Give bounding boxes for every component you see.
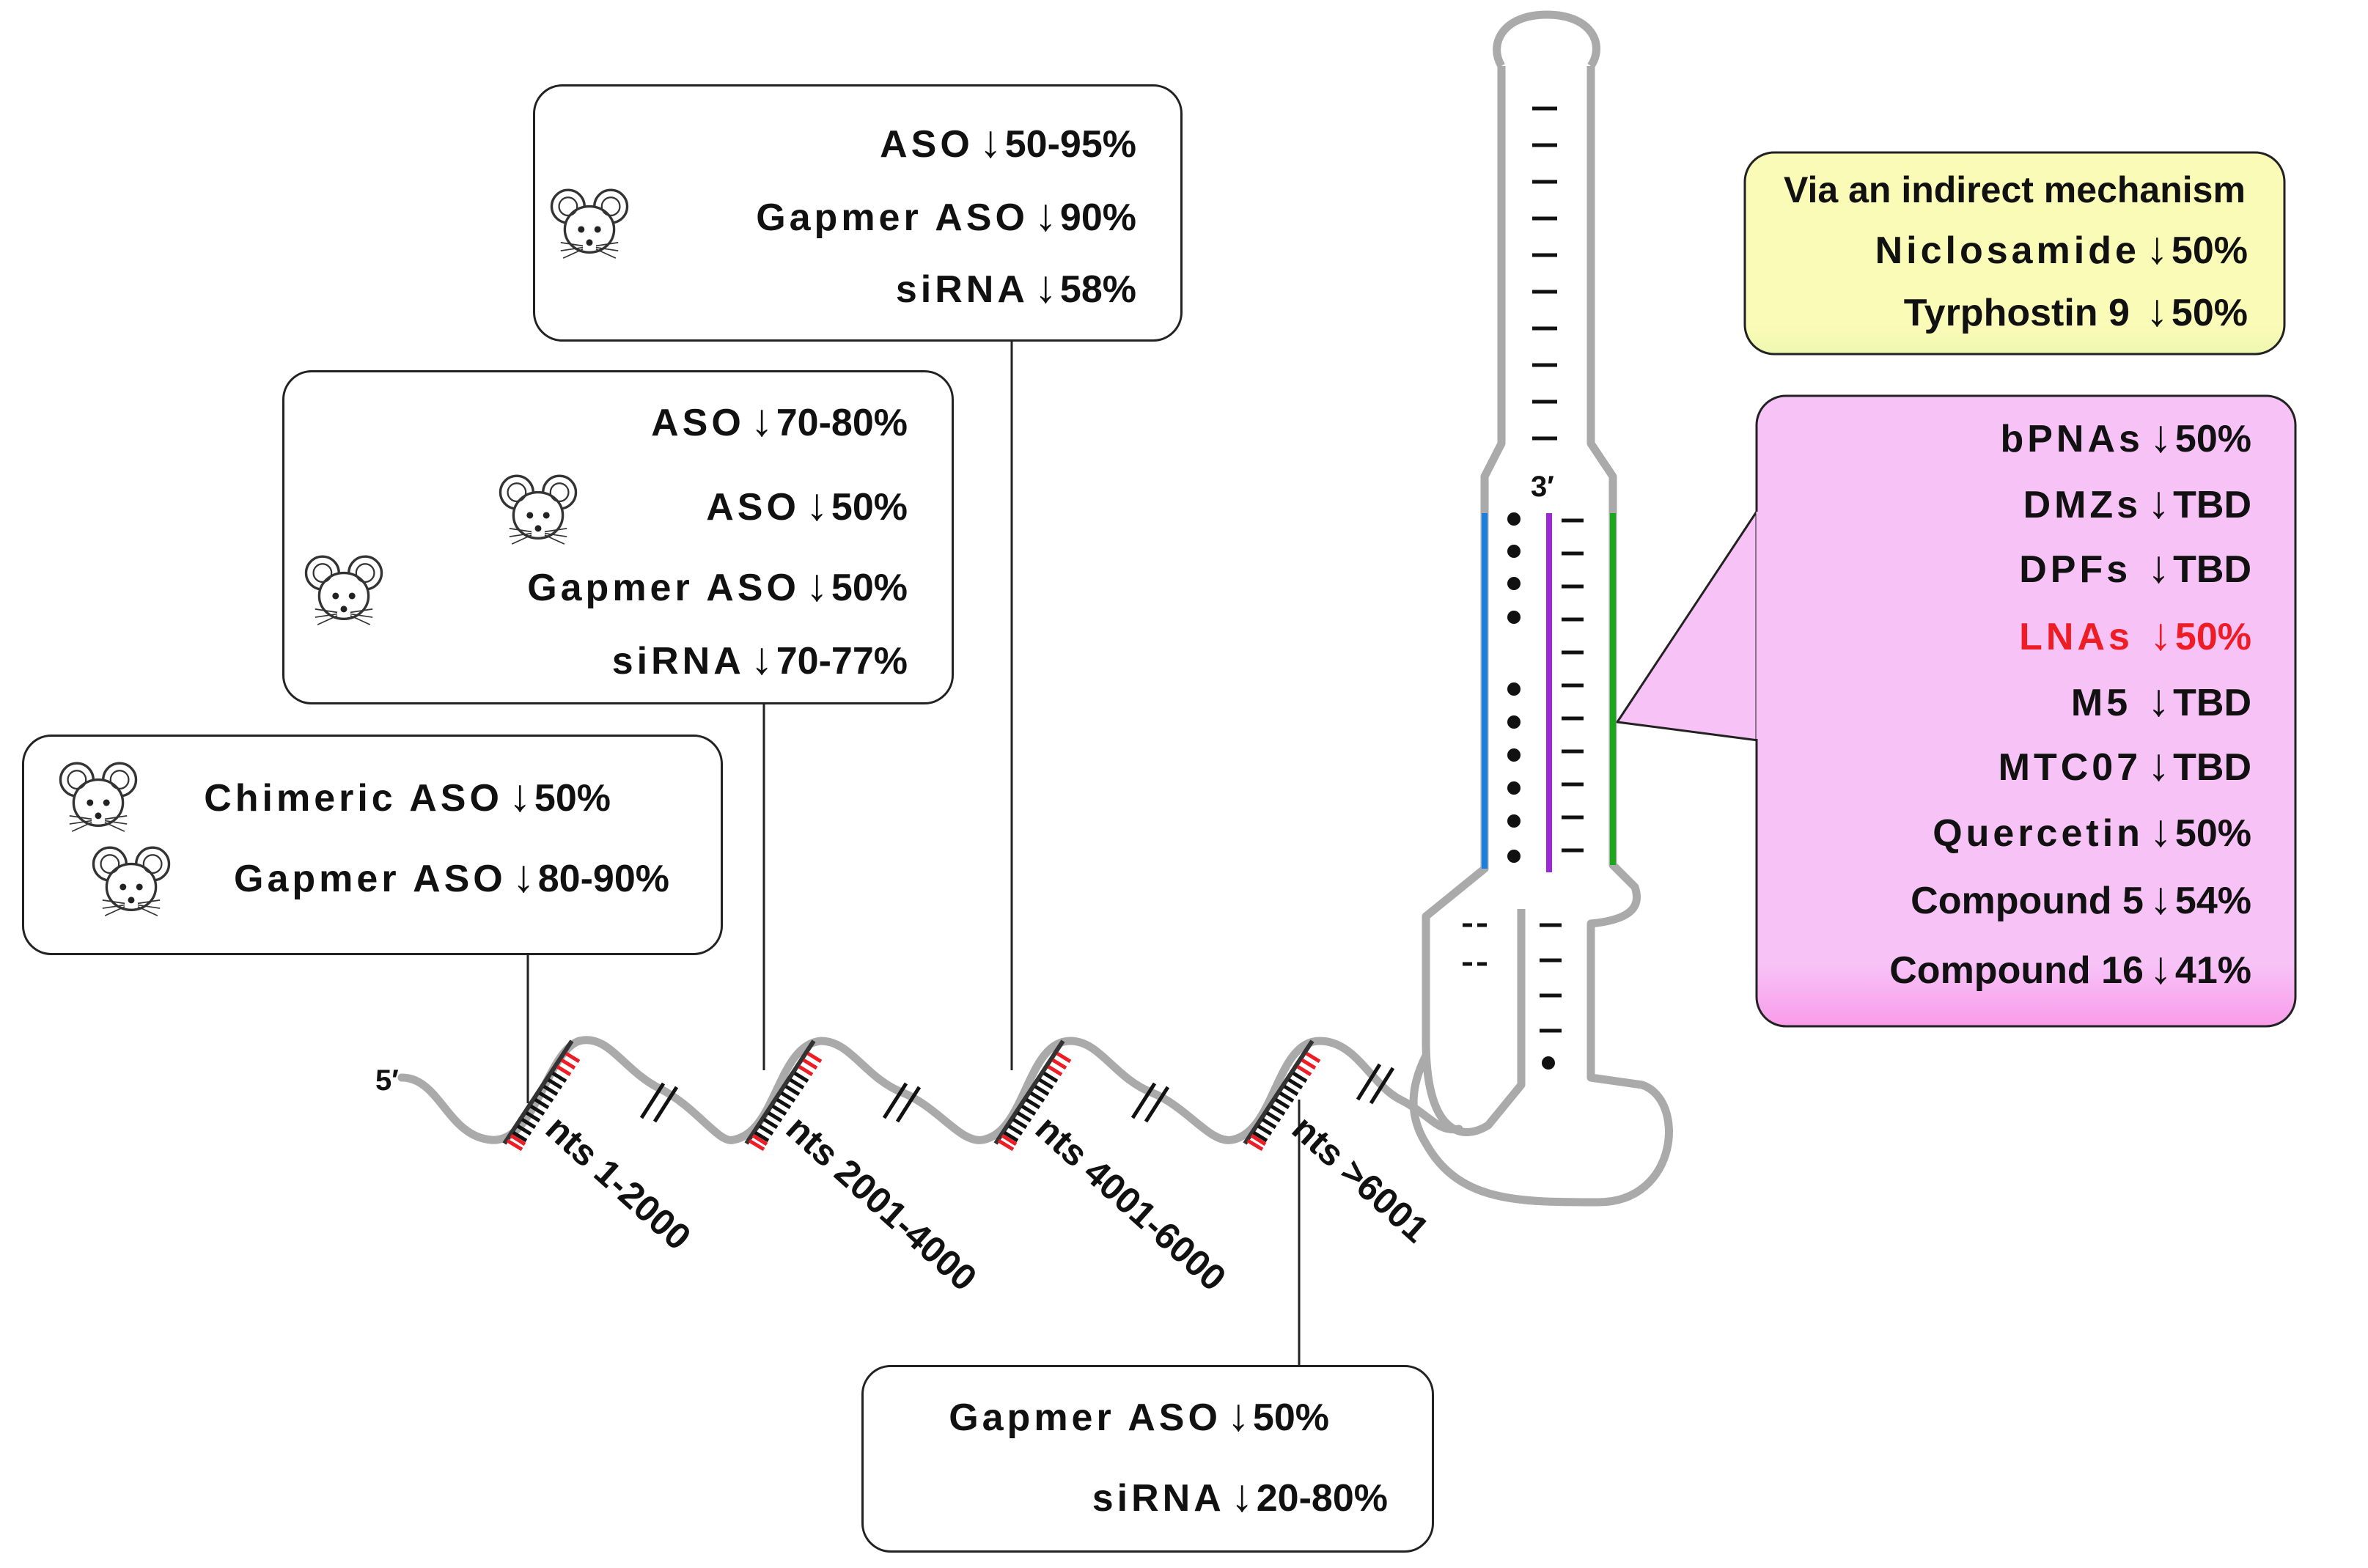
three-prime-label: 3′ bbox=[1531, 471, 1554, 503]
mouse-icon bbox=[57, 755, 139, 837]
duplex-site-3 bbox=[993, 1039, 1072, 1152]
box-nts-2001-4000: ASO↓70-80% ASO↓50% Gapmer ASO↓50% siRNA↓… bbox=[282, 370, 954, 704]
stem-dots bbox=[1507, 512, 1555, 1070]
list-item: Quercetin↓50% bbox=[1933, 806, 2251, 856]
hairpin-binder-box: bPNAs↓50% DMZs↓TBD DPFs↓TBD LNAs↓50% M5↓… bbox=[1757, 396, 2295, 1026]
list-item: bPNAs↓50% bbox=[2000, 411, 2251, 462]
duplex-sites bbox=[502, 1039, 1321, 1152]
list-item: ASO↓50% bbox=[706, 479, 908, 530]
hairpin bbox=[1409, 10, 1673, 1207]
list-item: siRNA↓58% bbox=[895, 262, 1136, 312]
box-nts-1-2000: Chimeric ASO↓50% Gapmer ASO↓80-90% bbox=[22, 735, 723, 955]
list-item: ASO↓50-95% bbox=[880, 117, 1136, 167]
five-prime-label: 5′ bbox=[375, 1064, 399, 1097]
list-item: ASO↓70-80% bbox=[651, 395, 908, 446]
list-item: Gapmer ASO↓90% bbox=[756, 190, 1136, 240]
callout-pointer bbox=[1616, 508, 1760, 742]
mouse-icon bbox=[90, 839, 172, 921]
list-item: MTC07↓TBD bbox=[1998, 740, 2251, 790]
list-item: DPFs↓TBD bbox=[2019, 542, 2251, 592]
list-item: Gapmer ASO↓50% bbox=[527, 560, 908, 611]
list-item: Compound 5↓54% bbox=[1911, 873, 2251, 924]
list-item-highlight: LNAs↓50% bbox=[2019, 609, 2251, 660]
indirect-box-bg bbox=[1743, 151, 2286, 356]
list-item: DMZs↓TBD bbox=[2023, 477, 2251, 528]
box-nts-6001: Gapmer ASO↓50% siRNA↓20-80% bbox=[861, 1365, 1434, 1553]
list-item: Chimeric ASO↓50% bbox=[204, 770, 611, 821]
duplex-site-2 bbox=[744, 1039, 823, 1152]
list-item: Niclosamide↓50% bbox=[1875, 223, 2248, 273]
mouse-icon bbox=[497, 468, 579, 550]
box-nts-4001-6000: ASO↓50-95% Gapmer ASO↓90% siRNA↓58% bbox=[533, 84, 1183, 342]
list-item: Tyrphostin 9↓50% bbox=[1903, 285, 2248, 336]
list-item: siRNA↓20-80% bbox=[1092, 1471, 1388, 1521]
mouse-icon bbox=[548, 182, 630, 264]
connector-lines bbox=[526, 337, 1301, 1365]
list-item: Gapmer ASO↓80-90% bbox=[234, 851, 669, 902]
rna-strand bbox=[397, 1036, 1463, 1144]
list-item: Compound 16↓41% bbox=[1889, 943, 2251, 993]
indirect-title: Via an indirect mechanism bbox=[1784, 169, 2246, 210]
duplex-site-1 bbox=[502, 1039, 581, 1152]
indirect-box: Via an indirect mechanism Niclosamide↓50… bbox=[1745, 152, 2284, 354]
break-marks bbox=[639, 1063, 1395, 1123]
mouse-icon bbox=[303, 548, 385, 630]
list-item: siRNA↓70-77% bbox=[611, 633, 908, 684]
stem-dashes bbox=[1463, 106, 1584, 1033]
list-item: Gapmer ASO↓50% bbox=[949, 1390, 1329, 1440]
list-item: M5↓TBD bbox=[2070, 675, 2251, 726]
duplex-site-4 bbox=[1243, 1039, 1321, 1152]
